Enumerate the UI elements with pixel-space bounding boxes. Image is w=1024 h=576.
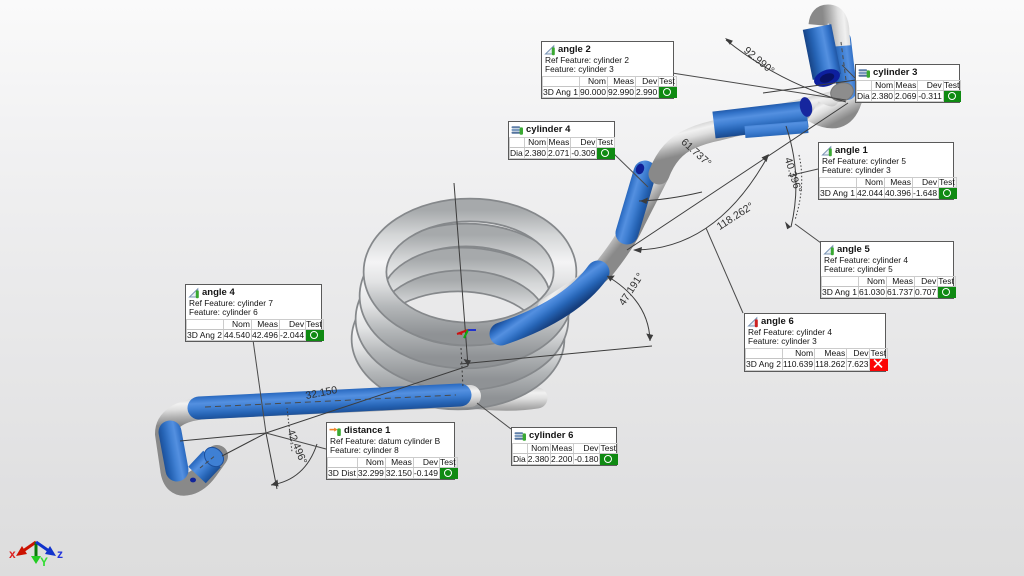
svg-text:Y: Y xyxy=(40,555,48,569)
svg-text:92.990°: 92.990° xyxy=(741,44,777,77)
svg-text:47.191°: 47.191° xyxy=(617,271,647,308)
svg-text:x: x xyxy=(9,547,16,561)
svg-text:40.396°: 40.396° xyxy=(782,156,804,194)
svg-text:z: z xyxy=(57,547,63,561)
svg-text:42.496°: 42.496° xyxy=(284,428,309,466)
